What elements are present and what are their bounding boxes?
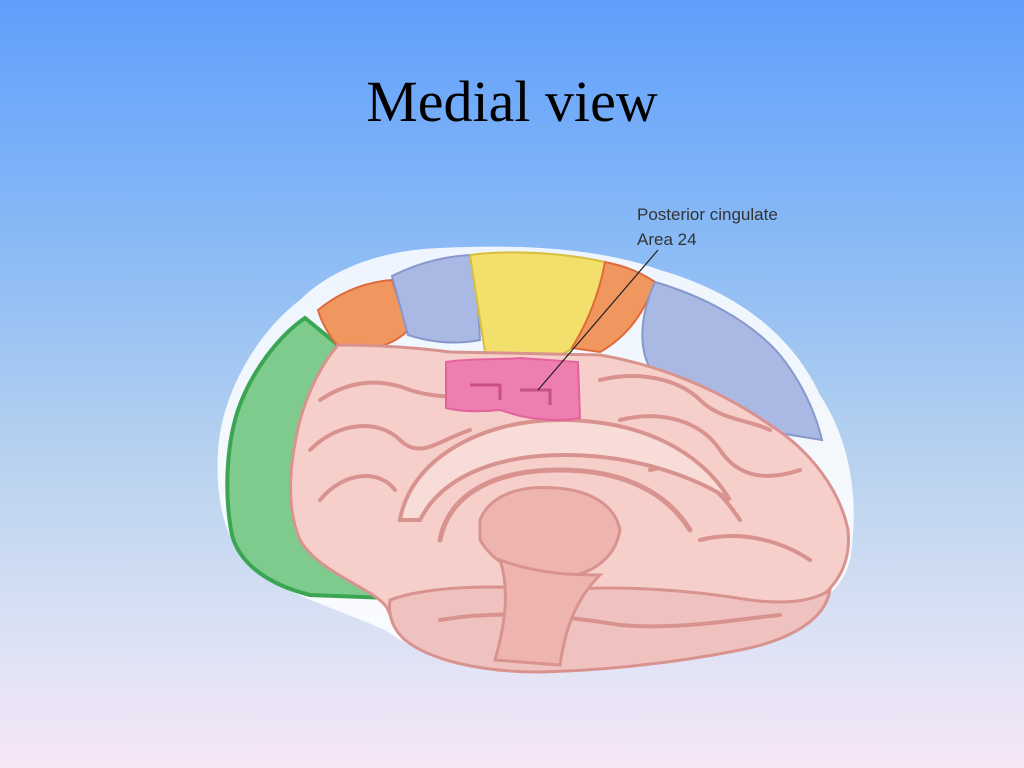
label-posterior-cingulate: Posterior cingulate bbox=[637, 205, 778, 224]
label-leader-line bbox=[537, 249, 659, 391]
corpus-callosum bbox=[397, 417, 732, 522]
slide-title: Medial view bbox=[366, 69, 658, 134]
brainstem bbox=[493, 557, 604, 667]
fornix-arc bbox=[437, 467, 693, 543]
area-24-inner-fold bbox=[470, 383, 552, 405]
orange-region-front bbox=[316, 278, 410, 357]
label-area-24: Area 24 bbox=[637, 230, 697, 249]
blue-region-back bbox=[641, 280, 824, 442]
orange-region-back bbox=[570, 260, 657, 354]
area-24-pink-region bbox=[445, 356, 582, 422]
